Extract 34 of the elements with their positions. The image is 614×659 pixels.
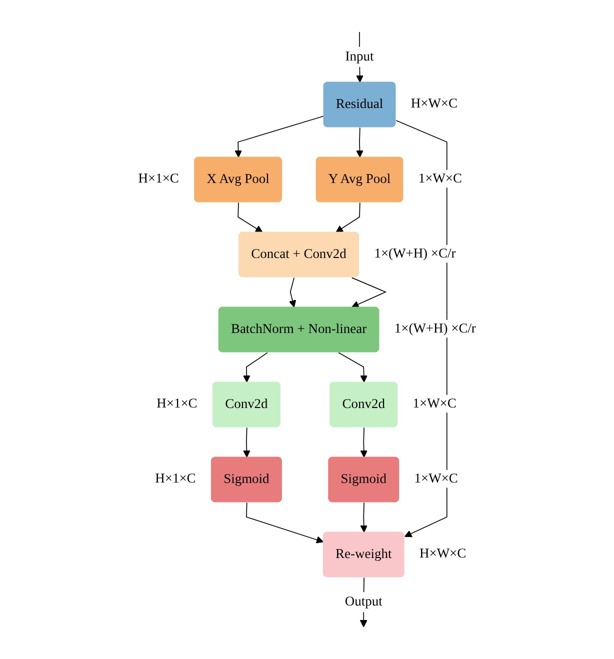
node-box: Sigmoid <box>210 456 282 502</box>
arrow <box>360 427 368 458</box>
edge-label: Input <box>344 49 374 64</box>
arrow <box>356 127 364 158</box>
node-box: Conv2d <box>329 382 398 428</box>
arrow <box>237 202 262 232</box>
node-box: Residual <box>322 82 396 128</box>
dimension-label: 1×W×C <box>414 470 458 486</box>
node-box: Conv2d <box>212 382 280 428</box>
dimension-label: 1×(W+H) ×C/r <box>394 320 476 336</box>
arrow <box>335 202 360 232</box>
arrow <box>242 352 268 382</box>
arrow <box>338 352 368 382</box>
dimension-label: 1×W×C <box>418 170 462 186</box>
arrow <box>234 116 324 158</box>
arrow <box>351 277 386 308</box>
dimension-label: H×W×C <box>410 96 458 111</box>
node-box: Re-weight <box>322 532 404 578</box>
arrow <box>242 427 250 458</box>
node-box: BatchNorm + Non-linear <box>218 306 379 352</box>
dimension-label: H×1×C <box>138 170 179 186</box>
dimension-label: 1×W×C <box>412 396 456 411</box>
edge-label: Output <box>344 594 382 609</box>
dimension-label: H×W×C <box>419 546 466 561</box>
dimension-label: H×1×C <box>154 470 196 486</box>
node-box: Sigmoid <box>328 456 399 502</box>
node-box: Y Avg Pool <box>315 156 403 202</box>
dimension-label: H×1×C <box>156 396 197 411</box>
arrow <box>288 277 296 308</box>
arrow <box>360 502 368 532</box>
dimension-label: 1×(W+H) ×C/r <box>374 246 456 261</box>
node-box: X Avg Pool <box>194 156 282 202</box>
arrow <box>246 502 324 544</box>
node-box: Concat + Conv2d <box>238 232 359 278</box>
